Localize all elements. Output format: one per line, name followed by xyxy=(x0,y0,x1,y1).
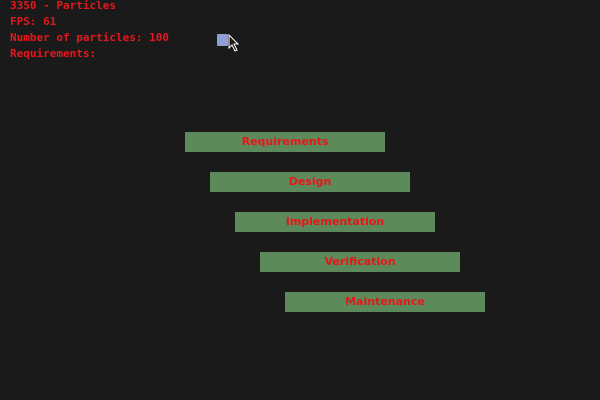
phase-bar-design[interactable]: Design xyxy=(210,172,410,192)
phase-bar-requirements[interactable]: Requirements xyxy=(185,132,385,152)
phase-bar-maintenance[interactable]: Maintenance xyxy=(285,292,485,312)
phase-bar-implementation[interactable]: Implementation xyxy=(235,212,435,232)
requirements-label: Requirements: xyxy=(10,47,97,60)
particle-count: Number of particles: 100 xyxy=(10,31,169,44)
arrow-cursor-icon xyxy=(228,34,240,52)
particle[interactable] xyxy=(217,34,228,46)
phase-bar-verification[interactable]: Verification xyxy=(260,252,460,272)
fps-counter: FPS: 61 xyxy=(10,15,57,28)
window-title: 3350 - Particles xyxy=(10,0,116,12)
